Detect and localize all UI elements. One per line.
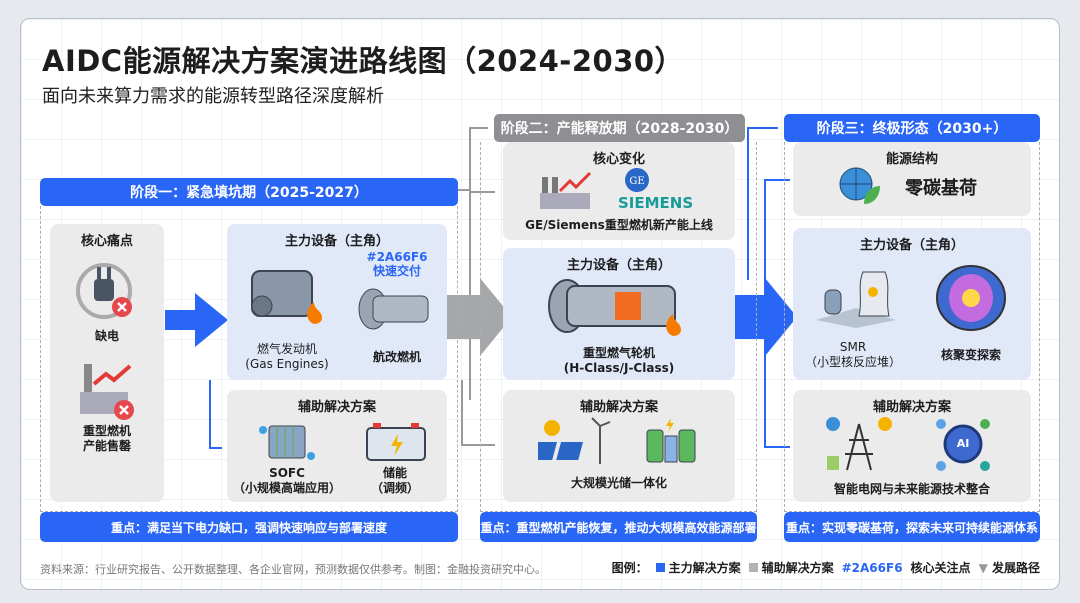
page-subtitle: 面向未来算力需求的能源转型路径深度解析 [42, 86, 384, 107]
smart-grid-icon [826, 417, 892, 471]
stage3-header: 阶段三：终极形态（2030+） [784, 114, 1040, 142]
source-note: 资料来源：行业研究报告、公开数据整理、各企业官网，预测数据仅供参考。制图：金融投… [40, 563, 546, 576]
stage3-structure-box: 能源结构 零碳基荷 [793, 142, 1031, 216]
zero-carbon-label: 零碳基荷 [905, 178, 977, 199]
solar-storage-label: 大规模光储一体化 [570, 476, 667, 490]
pain-title: 核心痛点 [80, 234, 133, 249]
legend: 图例： 主力解决方案 辅助解决方案 #2A66F6 核心关注点 ▼ 发展路径 [612, 559, 1040, 576]
stage1-focus: 重点：满足当下电力缺口，强调快速响应与部署速度 [40, 512, 458, 542]
stage2-container [480, 142, 757, 512]
legend-path: ▼ 发展路径 [979, 559, 1040, 576]
arrow-stage3 [735, 278, 797, 356]
core-change-text: GE/Siemens重型燃机新产能上线 [525, 218, 713, 232]
energy-structure-title: 能源结构 [885, 152, 938, 167]
legend-path-text: 发展路径 [991, 561, 1040, 575]
aero-turbine-label: 航改燃机 [372, 350, 421, 364]
battery-storage-icon [646, 418, 696, 463]
triangle-down-icon: ▼ [978, 561, 988, 575]
stage2-header: 阶段二：产能释放期（2028-2030） [494, 114, 745, 142]
legend-focus-text: 核心关注点 [910, 561, 971, 575]
factory-growth-icon [540, 171, 592, 209]
stage2-focus: 重点：重型燃机产能恢复，推动大规模高效能源部署 [480, 512, 757, 542]
stage3-aux-box: 辅助解决方案 AI 智能电网与未来能源技术整合 [793, 390, 1031, 502]
stage1-container [40, 206, 458, 512]
main-equipment-title: 主力设备（主角） [566, 258, 671, 273]
pain-item-power-shortage: 缺电 [94, 329, 119, 343]
stage1-main-box: 主力设备（主角） #2A66F6 快速交付 燃气发动机 (Gas Engines… [227, 224, 447, 380]
heavy-turbine-label: 重型燃气轮机 (H-Class/J-Class) [563, 346, 675, 375]
legend-primary-text: 主力解决方案 [668, 561, 741, 575]
ai-label: AI [956, 437, 970, 450]
aux-title: 辅助解决方案 [579, 400, 658, 415]
page-title: AIDC能源解决方案演进路线图（2024-2030） [42, 44, 685, 78]
sofc-label: SOFC （小规模高端应用） [232, 466, 341, 495]
aux-title: 辅助解决方案 [872, 400, 951, 415]
pain-item-turbine-sold-out: 重型燃机 产能售罄 [82, 424, 131, 453]
legend-color-code: #2A66F6 [841, 560, 903, 575]
gas-turbine-icon [548, 279, 681, 336]
svg-text:GE: GE [629, 176, 644, 187]
stage2-change-box: 核心变化 GE SIEMENS GE/Siemens重型燃机新产能上线 [503, 142, 735, 240]
ai-gear-icon [936, 419, 990, 471]
legend-secondary: 辅助解决方案 [748, 559, 834, 576]
legend-label: 图例： [611, 561, 648, 575]
core-change-title: 核心变化 [592, 152, 645, 167]
arrow-stage1 [165, 293, 228, 347]
main-equipment-title: 主力设备（主角） [859, 238, 964, 253]
fast-delivery-note: #2A66F6 快速交付 [366, 250, 428, 278]
stage2-main-box: 主力设备（主角） 重型燃气轮机 (H-Class/J-Class) [503, 248, 735, 380]
battery-icon [366, 423, 426, 461]
gas-engine-icon [251, 270, 322, 324]
fuel-cell-icon [259, 425, 315, 460]
solar-wind-icon [538, 417, 611, 464]
aux-title: 辅助解决方案 [297, 400, 376, 415]
arrow-stage2 [447, 278, 512, 356]
stage3-main-box: 主力设备（主角） SMR （小型核反应堆） 核聚变探索 [793, 228, 1031, 380]
power-plug-icon [76, 263, 132, 319]
aero-turbine-icon [358, 288, 429, 330]
fusion-reactor-icon [936, 265, 1006, 331]
legend-primary: 主力解决方案 [655, 559, 741, 576]
globe-leaf-icon [839, 167, 880, 204]
factory-icon [80, 364, 134, 420]
stage3-focus: 重点：实现零碳基荷，探索未来可持续能源体系 [784, 512, 1040, 542]
nuclear-reactor-icon [816, 271, 896, 328]
stage1-aux-box: 辅助解决方案 SOFC （小规模高端应用） 储能 （调频） [227, 390, 447, 502]
legend-secondary-text: 辅助解决方案 [761, 561, 834, 575]
smr-label: SMR （小型核反应堆） [804, 340, 901, 369]
storage-label: 储能 （调频） [370, 466, 419, 495]
ge-logo-icon: GE [625, 168, 649, 192]
stage2-aux-box: 辅助解决方案 大规模光储一体化 [503, 390, 735, 502]
main-equipment-title: 主力设备（主角） [284, 234, 389, 249]
fusion-label: 核聚变探索 [940, 348, 1001, 362]
stage1-header: 阶段一：紧急填坑期（2025-2027） [40, 178, 458, 206]
stage3-container [784, 142, 1040, 512]
gas-engines-label: 燃气发动机 (Gas Engines) [245, 342, 329, 371]
siemens-logo: SIEMENS [618, 194, 694, 212]
stage1-pain-box: 核心痛点 缺电 重型燃机 产能售罄 [50, 224, 164, 502]
smart-grid-label: 智能电网与未来能源技术整合 [833, 482, 990, 496]
